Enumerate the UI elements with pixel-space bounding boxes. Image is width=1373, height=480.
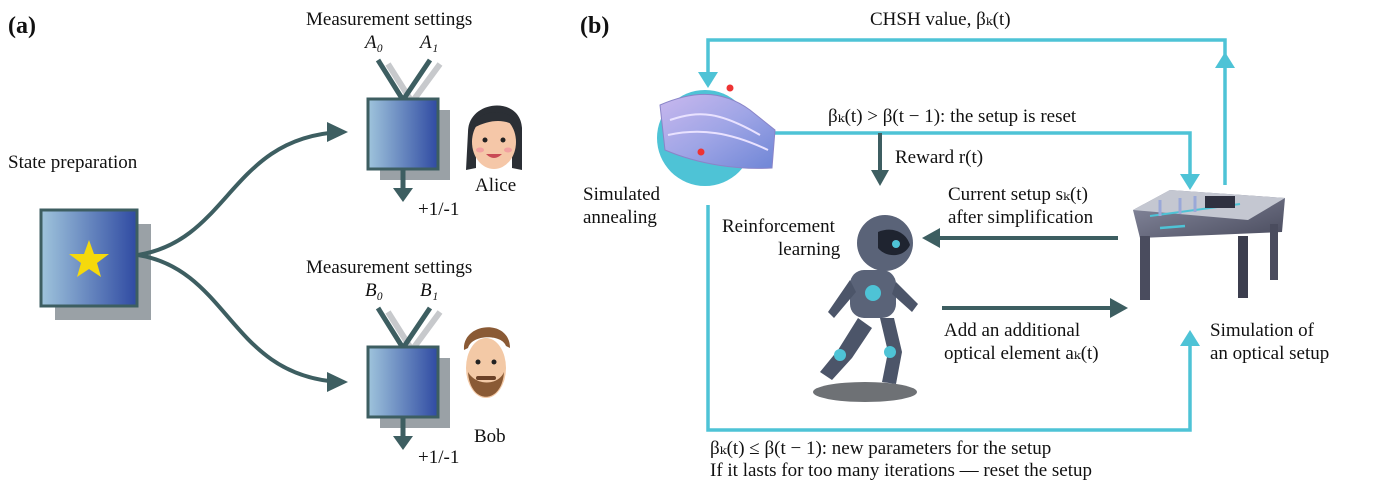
alice-setting-a0: A₀ (363, 32, 383, 53)
arrow-to-alice (137, 130, 341, 257)
bob-settings-title: Measurement settings (306, 257, 472, 278)
bob-outcome: +1/-1 (418, 447, 459, 468)
optical-table-icon (1133, 190, 1285, 300)
current-setup-line2: after simplification (948, 207, 1094, 228)
simulated-annealing-line2: annealing (583, 207, 657, 228)
current-setup-arrowhead (922, 228, 940, 248)
reward-label: Reward r(t) (895, 147, 983, 168)
chsh-label: CHSH value, βₖ(t) (870, 9, 1011, 30)
reward-arrowhead (871, 170, 889, 186)
reinforcement-line2: learning (778, 239, 841, 260)
alice-setting-a1: A₁ (418, 32, 438, 53)
bob-setting-b1: B₁ (420, 280, 438, 301)
state-preparation-label: State preparation (8, 152, 138, 173)
bottom-line2: If it lasts for too many iterations — re… (710, 460, 1092, 480)
annealing-surface-icon (657, 84, 776, 186)
add-element-arrowhead (1110, 298, 1128, 318)
reset-condition-label: βₖ(t) > β(t − 1): the setup is reset (828, 106, 1077, 127)
arrow-to-alice-head (327, 122, 348, 142)
outer-loop-lines (706, 38, 1227, 432)
panel-a-label: (a) (8, 13, 36, 39)
star-icon (69, 240, 109, 277)
bob-avatar (463, 327, 510, 398)
bob-name: Bob (474, 426, 506, 447)
bottom-line1: βₖ(t) ≤ β(t − 1): new parameters for the… (710, 438, 1051, 459)
add-element-line1: Add an additional (944, 320, 1080, 341)
arrow-to-bob-head (327, 372, 348, 392)
simulation-line2: an optical setup (1210, 343, 1329, 364)
alice-settings-title: Measurement settings (306, 9, 472, 30)
alice-outcome: +1/-1 (418, 199, 459, 220)
bob-detector (366, 306, 450, 450)
robot-icon (813, 215, 918, 402)
alice-name: Alice (475, 175, 516, 196)
cyan-arrowheads (698, 52, 1235, 346)
simulation-line1: Simulation of (1210, 320, 1315, 341)
alice-detector (366, 58, 450, 202)
arrow-to-bob (137, 253, 341, 384)
simulated-annealing-line1: Simulated (583, 184, 661, 205)
alice-avatar (466, 105, 522, 170)
reinforcement-line1: Reinforcement (722, 216, 836, 237)
current-setup-line1: Current setup sₖ(t) (948, 184, 1088, 205)
bob-setting-b0: B₀ (365, 280, 383, 301)
add-element-line2: optical element aₖ(t) (944, 343, 1099, 364)
source-box (39, 208, 151, 320)
panel-b-label: (b) (580, 13, 609, 39)
